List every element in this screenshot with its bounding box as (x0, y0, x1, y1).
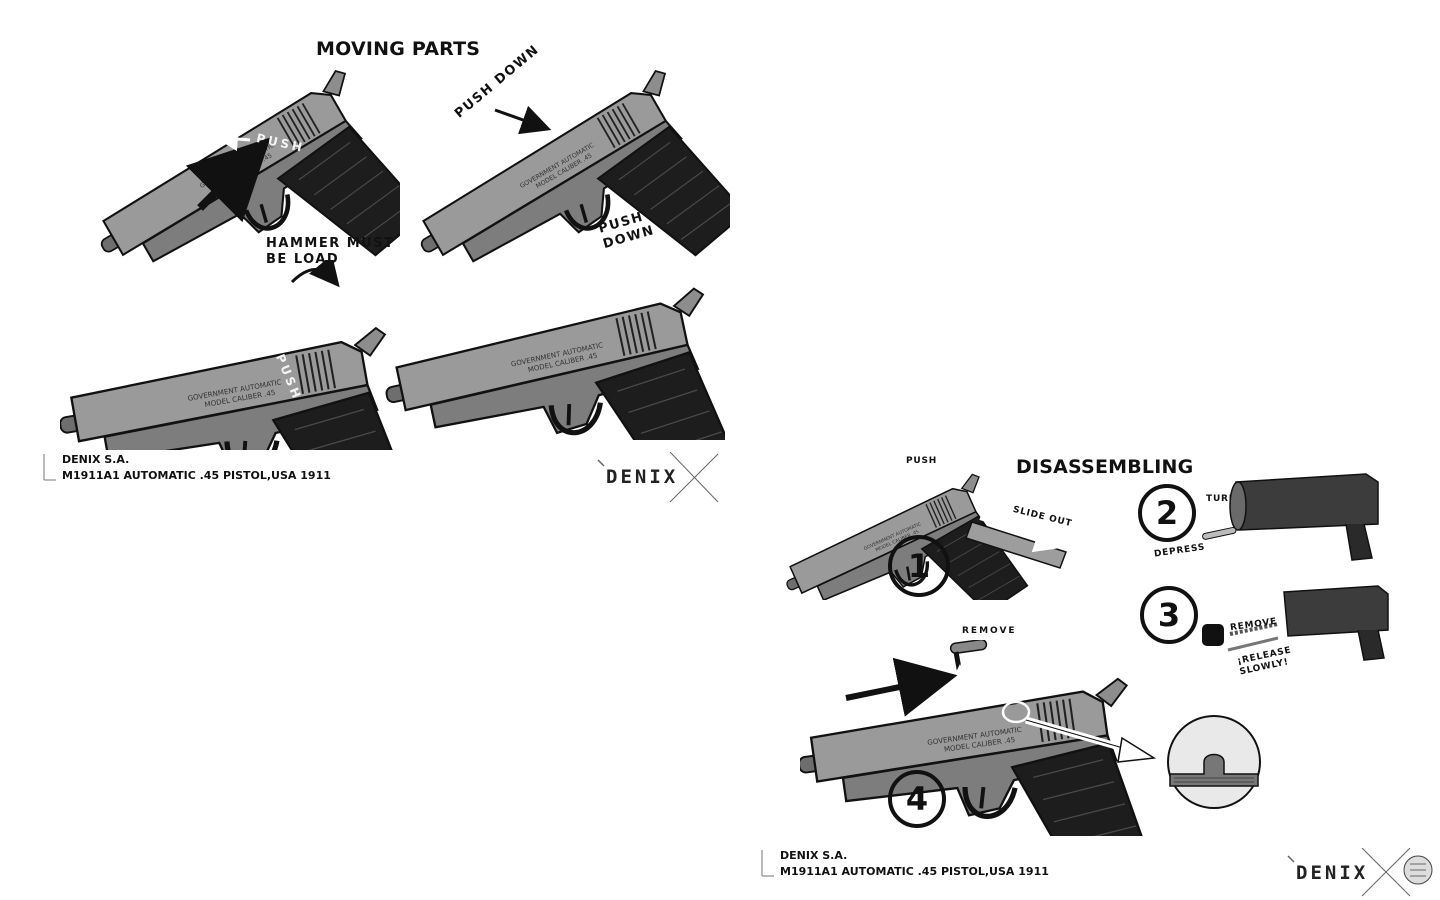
slide-forward-arrow-icon (845, 657, 958, 717)
push-down-arrow-icon (607, 247, 632, 278)
denix-cross-icon (597, 452, 719, 503)
footer-company: DENIX S.A. (780, 849, 848, 862)
step3-number: 3 (1157, 596, 1181, 634)
step1-number-badge: 1 (888, 535, 950, 597)
footer-disassembling: DENIX S.A. M1911A1 AUTOMATIC .45 PISTOL,… (780, 848, 1049, 880)
step1-number: 1 (907, 547, 931, 585)
axis-mark-icon (43, 454, 56, 481)
pistol-illustration-push-down-2 (385, 247, 725, 440)
slide-out-arrow-icon (979, 516, 1068, 553)
step4-illustration (800, 640, 1180, 836)
slide-direction-arrow-icon (185, 137, 271, 223)
footer-company: DENIX S.A. (62, 453, 130, 466)
moving-parts-title: MOVING PARTS (316, 38, 481, 60)
step4-number-badge: 4 (888, 770, 946, 828)
footer-moving-parts: DENIX S.A. M1911A1 AUTOMATIC .45 PISTOL,… (62, 452, 331, 484)
step3-number-badge: 3 (1140, 586, 1198, 644)
step2-number: 2 (1155, 494, 1179, 532)
brand-text: DENIX (1296, 862, 1369, 884)
step1-illustration (780, 465, 1068, 600)
pistol-illustration-slide-back (80, 40, 400, 270)
push-pointer-arrow-icon (214, 127, 251, 151)
denix-logo: DENIX (1286, 848, 1436, 898)
step2-illustration (1202, 473, 1379, 561)
footer-model: M1911A1 AUTOMATIC .45 PISTOL,USA 1911 (780, 865, 1049, 878)
denix-cross-icon (1287, 848, 1433, 897)
denix-logo: DENIX (596, 452, 720, 504)
mag-release-arrow-icon (891, 465, 912, 502)
step4-number: 4 (905, 780, 929, 818)
brand-text: DENIX (606, 466, 679, 488)
step3-illustration (1202, 585, 1389, 661)
footer-model: M1911A1 AUTOMATIC .45 PISTOL,USA 1911 (62, 469, 331, 482)
push-down-pointer-arrow-icon (494, 105, 552, 135)
detail-pointer-arrow-icon (1117, 736, 1157, 763)
step2-number-badge: 2 (1138, 484, 1196, 542)
axis-mark-icon (761, 850, 774, 877)
step2-label-turn: TURN (1206, 494, 1238, 504)
hammer-rotate-arrow-icon (290, 260, 340, 288)
pistol-illustration-hammer (60, 260, 400, 450)
step1-label-push: PUSH (906, 456, 938, 466)
pistol-illustration-push-down (400, 40, 730, 270)
step4-label-remove: REMOVE (962, 626, 1017, 636)
detail-magnifier (1167, 715, 1261, 809)
disassembling-title: DISASSEMBLING (1016, 456, 1194, 478)
